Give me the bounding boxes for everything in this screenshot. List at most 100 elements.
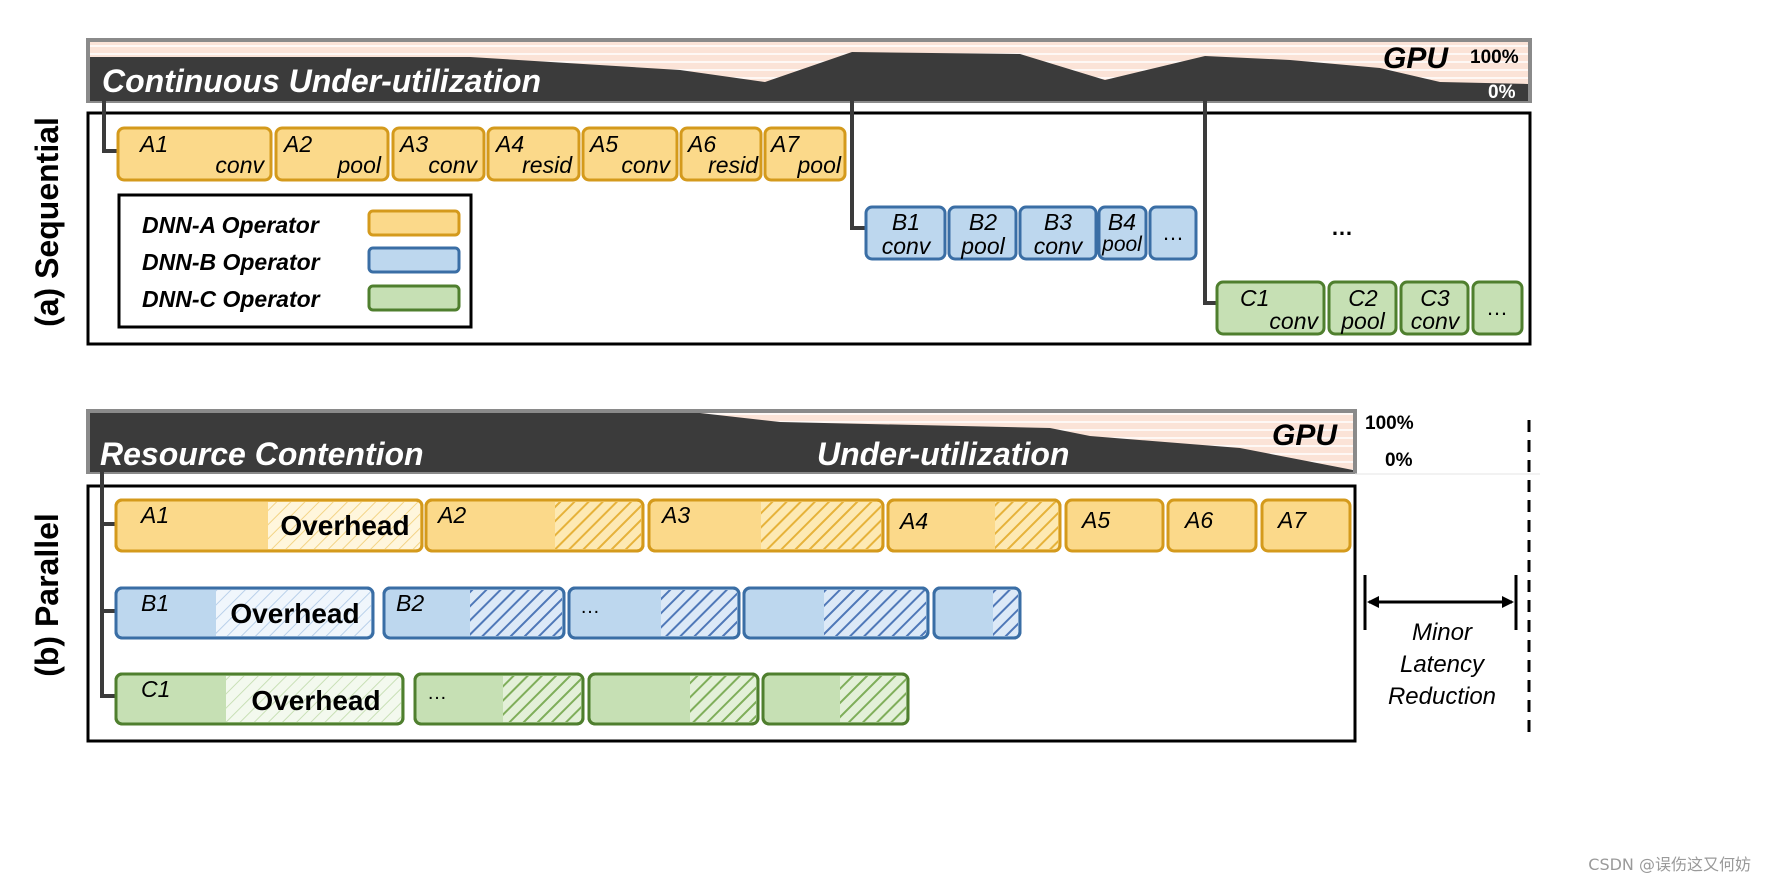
par-op-b4 [742,586,930,640]
legend: DNN-A Operator DNN-B Operator DNN-C Oper… [117,193,473,329]
op-id: C3 [1420,285,1450,311]
sequential-c-ops: C1 conv C2 pool C3 conv … [1215,280,1524,336]
par-op-c3 [587,672,760,726]
op-kind: pool [1101,233,1143,256]
op-kind: pool [1340,308,1385,334]
op-a2: A2 pool [274,126,390,182]
par-op-b1: B1 Overhead [114,586,375,640]
par-op-a4: A4 [886,498,1062,553]
sequential-ellipsis: … [1331,215,1353,240]
parallel-gpu-caption-right: Under-utilization [817,436,1069,472]
op-b4: B4 pool [1097,205,1148,261]
op-a7: A7 pool [763,126,847,182]
parallel-gpu-utilization-area [90,413,1353,472]
op-b1: B1 conv [864,205,947,261]
op-a4: A4 resid [486,126,581,182]
op-a3: A3 conv [391,126,486,182]
op-id: A5 [588,131,618,157]
op-b3: B3 conv [1018,205,1098,261]
sequential-pct-low: 0% [1488,82,1516,103]
op-id: … [1162,220,1184,245]
op-id: … [1486,295,1508,320]
op-id: A4 [898,508,928,534]
sequential-gpu-bar [86,38,1532,103]
op-kind: conv [621,152,671,178]
parallel-b-row: B1 Overhead B2 … [114,586,1022,640]
op-b-more: … [1148,205,1198,261]
op-kind: conv [215,152,265,178]
op-id: B2 [969,209,997,235]
sequential-b-ops: B1 conv B2 pool B3 conv B4 pool … [864,205,1198,261]
op-id: A5 [1080,507,1110,533]
op-kind: conv [882,233,932,259]
op-a1: A1 conv [116,126,273,182]
op-kind: conv [428,152,478,178]
parallel-c-row: C1 Overhead … [114,672,910,726]
op-id: A7 [769,131,800,157]
sequential-gpu-caption: Continuous Under-utilization [102,63,541,99]
legend-label-b: DNN-B Operator [142,249,321,275]
op-kind: resid [522,152,573,178]
op-a5: A5 conv [581,126,679,182]
op-id: A2 [436,502,466,528]
sequential-pct-high: 100% [1470,47,1519,68]
op-id: B3 [1044,209,1072,235]
parallel-gpu-label: GPU [1272,419,1338,452]
legend-swatch-c [367,284,461,312]
watermark: CSDN @误伤这又何妨 [1588,855,1751,874]
op-id: A4 [494,131,524,157]
op-id: A1 [138,131,168,157]
op-id: … [580,596,600,618]
op-id: A7 [1276,507,1307,533]
op-id: … [427,682,447,704]
op-c3: C3 conv [1399,280,1470,336]
op-id: C1 [1240,285,1269,311]
op-kind: conv [1411,308,1461,334]
par-op-a2: A2 [424,498,645,553]
op-id: B1 [141,590,169,616]
par-op-b5 [932,586,1022,640]
op-c1: C1 conv [1215,280,1326,336]
par-op-c2: … [413,672,585,726]
op-kind: conv [1269,308,1319,334]
sequential-connector-c [1203,101,1231,308]
sequential-frame [86,111,1532,346]
latency-reduction-annotation: Minor Latency Reduction [1363,420,1531,740]
par-op-c4 [761,672,910,726]
par-op-a5: A5 [1064,498,1165,553]
legend-swatch-b [367,246,461,274]
parallel-a-row: A1 Overhead A2 A3 A4 A5 A6 [114,498,1352,553]
latency-label-line2: Latency [1400,651,1486,678]
sequential-a-ops: A1 conv A2 pool A3 conv A4 resid A5 conv… [116,126,847,182]
parallel-gpu-caption-left: Resource Contention [100,436,424,472]
parallel-pct-low: 0% [1385,450,1413,471]
sequential-gpu-utilization-area [90,52,1528,101]
parallel-frame [86,484,1357,743]
sequential-gpu-label: GPU [1383,42,1449,75]
op-kind: conv [1034,233,1084,259]
par-op-a3: A3 [647,498,885,553]
op-a6: A6 resid [679,126,763,182]
op-id: B2 [396,590,424,616]
legend-label-a: DNN-A Operator [142,212,320,238]
par-op-a1: A1 Overhead [114,498,424,553]
parallel-gpu-bar [86,409,1357,474]
op-c2: C2 pool [1327,280,1398,336]
sequential-side-label: (a) Sequential [29,117,65,327]
par-op-c1: C1 Overhead [114,672,405,726]
op-kind: pool [337,152,382,178]
op-id: A3 [660,502,690,528]
op-b2: B2 pool [947,205,1018,261]
op-kind: pool [960,233,1005,259]
op-id: A1 [139,502,169,528]
op-id: A2 [282,131,312,157]
parallel-pct-high: 100% [1365,413,1414,434]
latency-label-line3: Reduction [1388,683,1496,710]
op-id: C2 [1348,285,1378,311]
op-id: B1 [892,209,920,235]
par-op-a7: A7 [1260,498,1352,553]
op-id: B4 [1108,209,1136,235]
op-kind: pool [797,152,842,178]
parallel-side-label: (b) Parallel [29,513,65,677]
